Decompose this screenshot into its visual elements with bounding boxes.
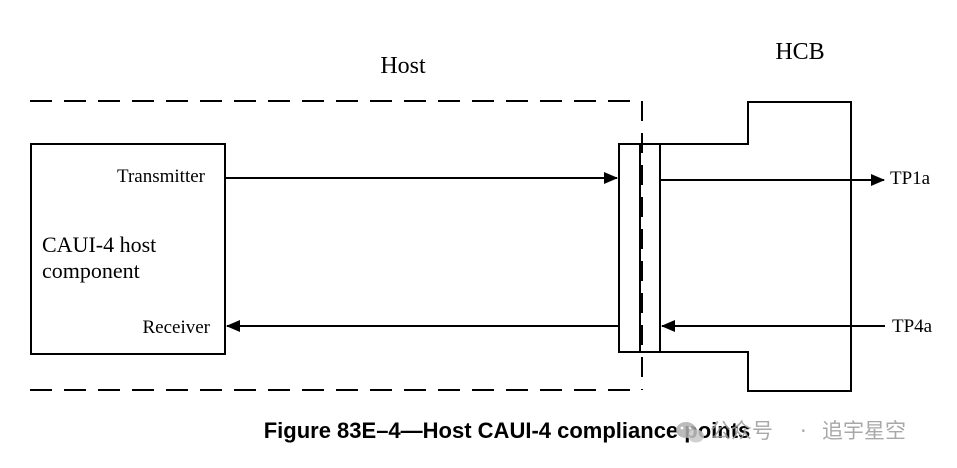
component-label-line1: CAUI-4 host bbox=[42, 232, 156, 257]
host-boundary bbox=[30, 100, 643, 391]
tp1a-label: TP1a bbox=[890, 168, 931, 189]
host-label: Host bbox=[380, 53, 426, 79]
watermark-source: 公众号 bbox=[710, 419, 773, 443]
watermark-name: 追宇星空 bbox=[822, 419, 906, 443]
caui4-host-component-box bbox=[30, 143, 226, 355]
receiver-label: Receiver bbox=[142, 317, 210, 338]
transmitter-label: Transmitter bbox=[117, 166, 206, 187]
watermark-separator: · bbox=[800, 419, 807, 443]
watermark: 公众号 · 追宇星空 bbox=[676, 419, 906, 443]
hcb-label: HCB bbox=[775, 39, 824, 65]
wechat-icon bbox=[676, 422, 704, 443]
component-label-line2: component bbox=[42, 258, 140, 283]
hcb-connector bbox=[639, 143, 661, 353]
hcb-outline bbox=[660, 101, 852, 392]
host-connector bbox=[618, 143, 641, 353]
figure-caption: Figure 83E–4—Host CAUI-4 compliance poin… bbox=[264, 418, 751, 443]
tp4a-label: TP4a bbox=[892, 316, 933, 337]
